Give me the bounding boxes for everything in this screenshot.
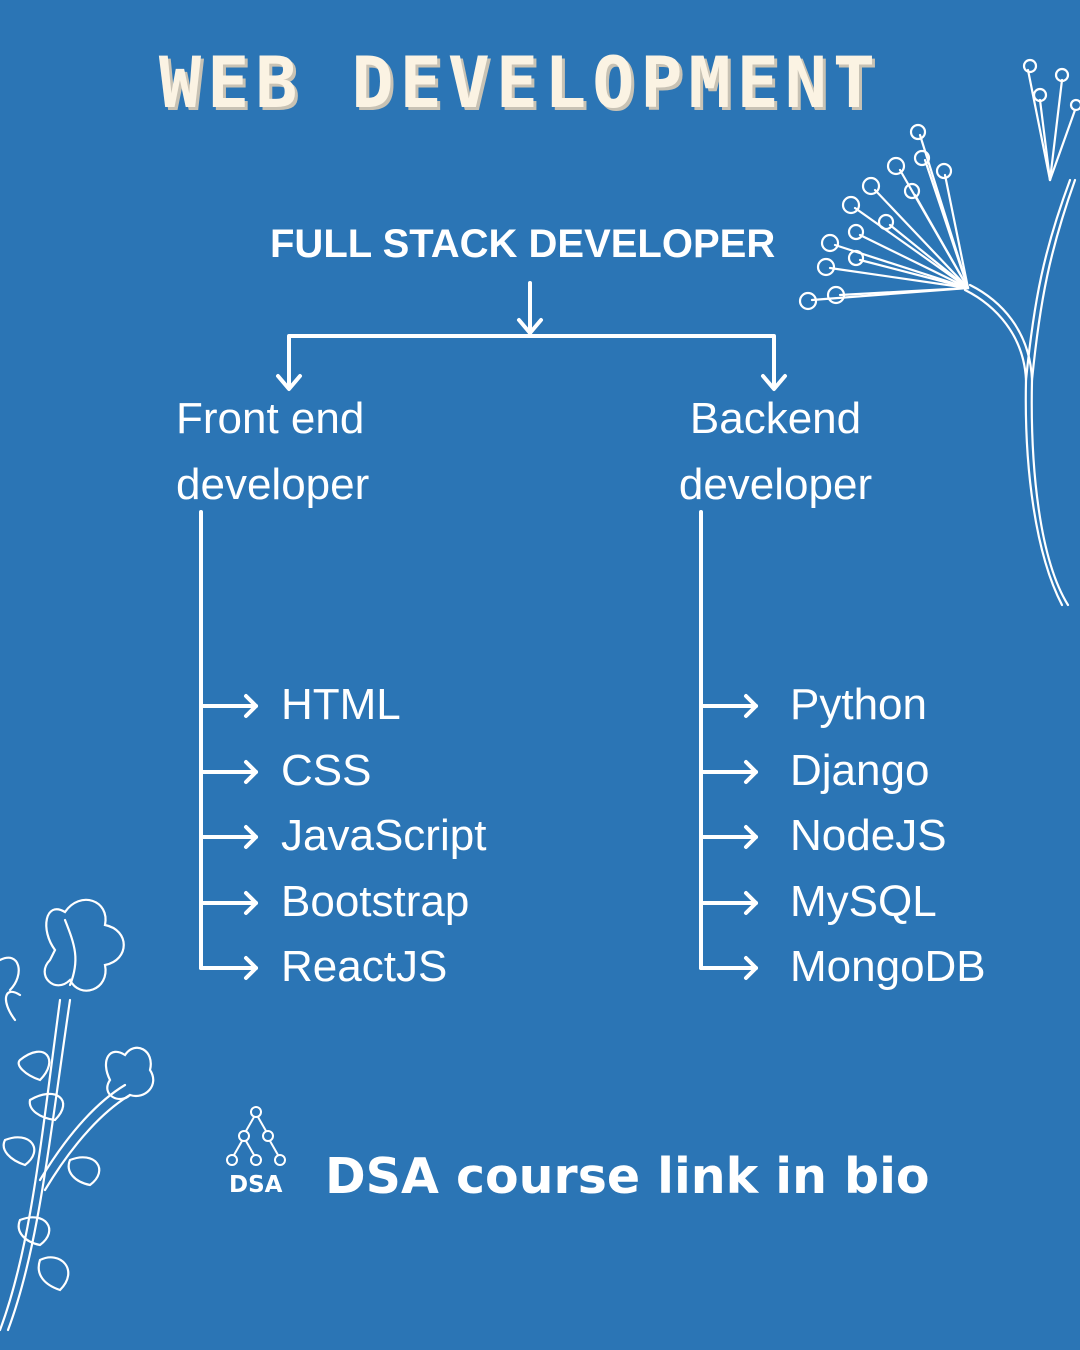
backend-item-nodejs: NodeJS [790,811,947,860]
backend-item-mysql: MySQL [790,877,937,926]
root-arrow [517,281,543,335]
backend-item-mongodb: MongoDB [790,942,986,991]
frontend-item-bootstrap: Bootstrap [281,877,470,926]
frontend-item-javascript: JavaScript [281,811,487,860]
full-stack-developer-label: FULL STACK DEVELOPER [270,222,776,266]
frontend-item-html: HTML [281,680,401,729]
backend-label-line1: Backend [689,394,862,443]
frontend-item-reactjs: ReactJS [281,942,448,991]
frontend-developer-label: Front end developer [176,386,369,518]
backend-item-python: Python [790,680,927,729]
frontend-item-css: CSS [281,746,372,795]
backend-item-django: Django [790,746,930,795]
backend-developer-label: Backend developer [668,386,883,518]
frontend-tree-lines [199,510,258,980]
backend-tree-lines [699,510,758,980]
dsa-logo-text: DSA [229,1172,283,1198]
page-title: WEB DEVELOPMENT [158,42,882,124]
footer-cta-text: DSA course link in bio [325,1148,930,1205]
frontend-label-line2: developer [176,460,370,509]
branch-bar [276,334,787,391]
frontend-label-line1: Front end [176,394,365,443]
backend-label-line2: developer [678,460,873,509]
